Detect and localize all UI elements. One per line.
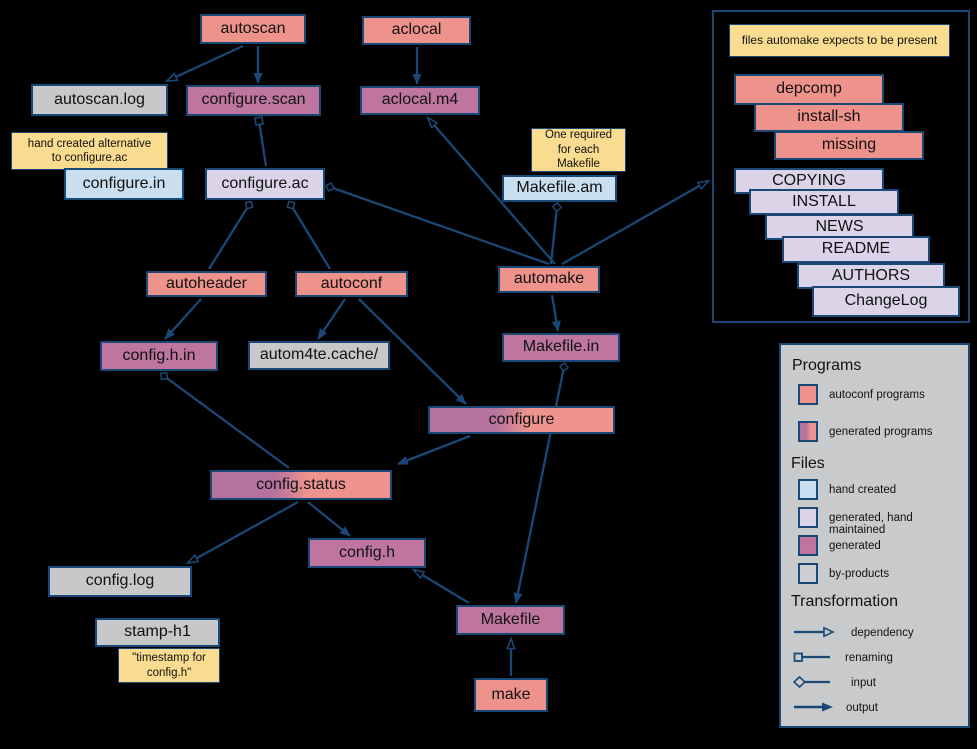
edge-autoconf-to-configure xyxy=(358,298,467,405)
edge-config-status-to-config-h xyxy=(307,501,351,537)
edge-autoconf-to-autom4te-cache xyxy=(317,298,346,340)
node-make: make xyxy=(474,678,548,712)
legend-files-heading: Files xyxy=(791,455,825,472)
node-makefile-in: Makefile.in xyxy=(502,333,620,362)
legend-swatch-autoconf-programs xyxy=(798,384,818,405)
legend-swatch-hand-created xyxy=(798,479,818,500)
node-autoconf: autoconf xyxy=(295,271,408,297)
legend-label-input: input xyxy=(851,677,876,689)
edge-configure-scan-to-configure-ac xyxy=(254,116,268,167)
node-makefile: Makefile xyxy=(456,605,565,635)
legend-label-dependency: dependency xyxy=(851,627,914,639)
legend-swatch-generated-programs xyxy=(798,421,818,442)
expected-file-readme: README xyxy=(782,236,930,263)
legend-panel: Programs autoconf programs generated pro… xyxy=(779,343,970,728)
node-autom4te-cache: autom4te.cache/ xyxy=(248,341,390,370)
edge-makefile-am-to-automake xyxy=(549,207,557,265)
node-config-log: config.log xyxy=(48,566,192,597)
node-configure-scan: configure.scan xyxy=(186,85,321,116)
expected-file-missing: missing xyxy=(774,131,924,160)
node-autoscan-log: autoscan.log xyxy=(31,84,168,116)
dependency-arrow-icon xyxy=(794,626,835,638)
node-config-h: config.h xyxy=(308,538,426,568)
expected-file-news: NEWS xyxy=(765,214,914,240)
edge-configure-ac-to-automake xyxy=(330,187,550,266)
node-configure-in: configure.in xyxy=(64,168,184,200)
legend-label-generated: generated xyxy=(829,540,881,552)
node-configure-ac: configure.ac xyxy=(205,168,325,200)
legend-label-autoconf-programs: autoconf programs xyxy=(829,389,925,401)
legend-transformation-heading: Transformation xyxy=(791,593,898,610)
legend-programs-heading: Programs xyxy=(792,357,862,374)
legend-swatch-by-products xyxy=(798,563,818,584)
edge-automake-to-expected-files xyxy=(561,181,708,265)
edge-configure-ac-to-autoheader xyxy=(208,205,249,270)
legend-label-generated-hand-maintained: generated, hand maintained xyxy=(829,512,913,536)
renaming-arrow-icon xyxy=(793,652,830,662)
note-makefile-am: One required for each Makefile xyxy=(531,128,626,172)
edge-config-status-to-config-log xyxy=(188,500,299,563)
node-config-status: config.status xyxy=(210,470,392,500)
expected-file-depcomp: depcomp xyxy=(734,74,884,105)
expected-files-title: files automake expects to be present xyxy=(729,24,950,57)
legend-label-hand-created: hand created xyxy=(829,484,897,496)
legend-swatch-generated xyxy=(798,535,818,556)
expected-file-changelog: ChangeLog xyxy=(812,286,960,317)
edge-makefile-to-config-h xyxy=(414,570,470,604)
expected-file-install: INSTALL xyxy=(749,189,899,215)
edge-makefile-in-to-makefile xyxy=(516,367,564,603)
node-configure: configure xyxy=(428,406,615,434)
note-stamp-h1: "timestamp for config.h" xyxy=(118,648,220,683)
node-makefile-am: Makefile.am xyxy=(502,175,617,202)
edge-config-h-in-to-config-status xyxy=(164,376,290,469)
legend-label-generated-programs: generated programs xyxy=(829,426,933,438)
node-autoscan: autoscan xyxy=(200,14,306,44)
node-aclocal: aclocal xyxy=(362,16,471,45)
edge-automake-to-makefile-in xyxy=(550,294,561,332)
node-autoheader: autoheader xyxy=(146,271,267,297)
output-arrow-icon xyxy=(794,702,833,712)
edge-configure-to-config-status xyxy=(397,434,471,466)
legend-label-renaming: renaming xyxy=(845,652,893,664)
input-arrow-icon xyxy=(793,675,830,689)
note-configure-in: hand created alternative to configure.ac xyxy=(11,132,168,170)
edge-autoscan-to-autoscan-log xyxy=(167,44,244,81)
legend-label-by-products: by-products xyxy=(829,568,890,580)
node-aclocal-m4: aclocal.m4 xyxy=(360,86,480,115)
edge-configure-ac-to-autoconf xyxy=(291,205,331,270)
node-config-h-in: config.h.in xyxy=(100,341,218,371)
expected-file-install-sh: install-sh xyxy=(754,103,904,132)
legend-label-output: output xyxy=(846,702,878,714)
legend-swatch-generated-hand-maintained xyxy=(798,507,818,528)
expected-files-panel: files automake expects to be present dep… xyxy=(712,10,970,323)
edge-automake-to-aclocal-m4 xyxy=(428,118,556,265)
edge-autoheader-to-config-h-in xyxy=(164,298,202,340)
node-automake: automake xyxy=(498,266,600,293)
node-stamp-h1: stamp-h1 xyxy=(95,618,220,647)
